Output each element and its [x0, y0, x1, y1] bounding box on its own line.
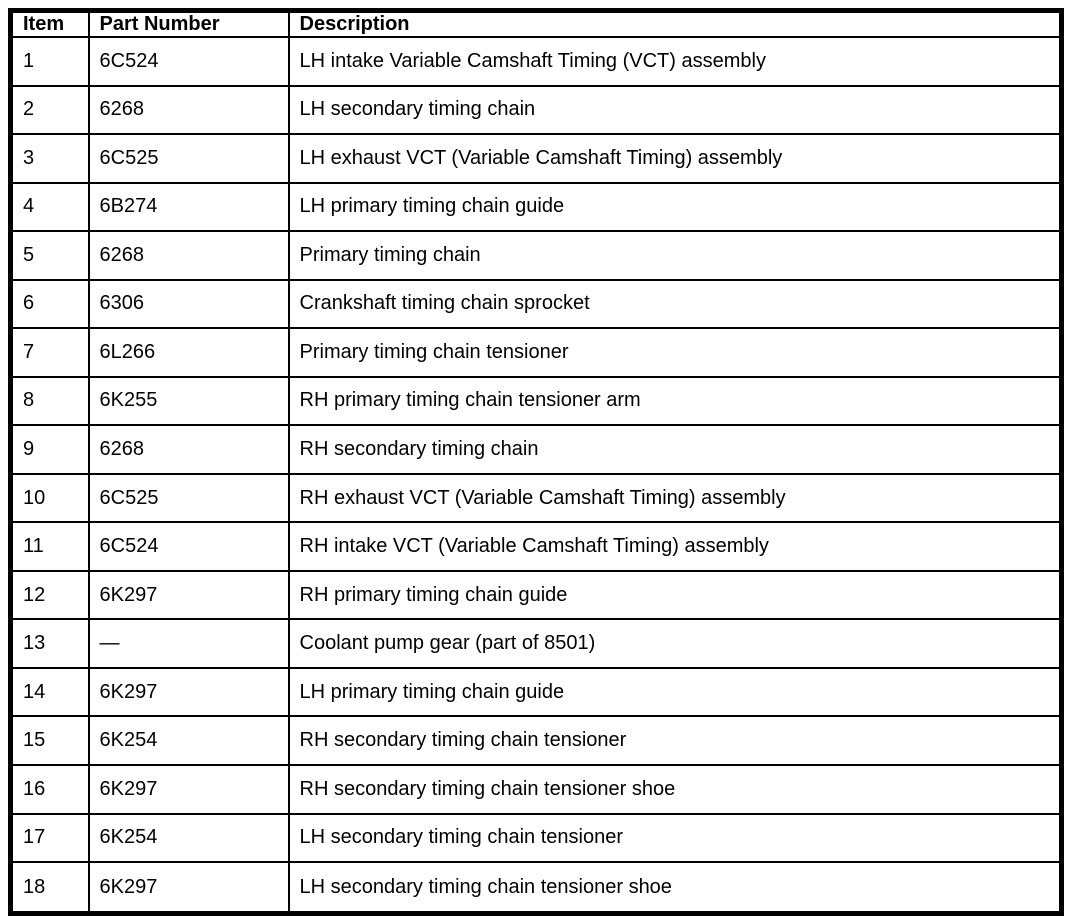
description-cell: RH secondary timing chain tensioner shoe — [287, 763, 1063, 815]
description-cell: LH exhaust VCT (Variable Camshaft Timing… — [287, 133, 1063, 184]
part-number-cell: 6C525 — [87, 472, 290, 524]
column-header-description: Description — [287, 9, 1063, 38]
part-number-cell: 6K297 — [87, 569, 290, 621]
description-cell: LH primary timing chain guide — [287, 181, 1063, 233]
description-cell: LH primary timing chain guide — [287, 666, 1063, 718]
description-cell: LH intake Variable Camshaft Timing (VCT)… — [287, 36, 1063, 87]
part-number-cell: 6C524 — [87, 521, 290, 572]
part-number-cell: 6B274 — [87, 181, 290, 233]
part-number-cell: 6L266 — [87, 327, 290, 378]
item-cell: 9 — [9, 424, 90, 475]
description-cell: Primary timing chain — [287, 230, 1063, 281]
item-cell: 11 — [9, 521, 90, 572]
item-cell: 13 — [9, 618, 90, 669]
item-cell: 1 — [9, 36, 90, 87]
description-cell: Coolant pump gear (part of 8501) — [287, 618, 1063, 669]
part-number-cell: 6K297 — [87, 763, 290, 815]
part-number-cell: 6K254 — [87, 812, 290, 864]
description-cell: LH secondary timing chain — [287, 84, 1063, 136]
column-header-item: Item — [9, 9, 90, 38]
table-row: 13—Coolant pump gear (part of 8501) — [9, 618, 1063, 669]
part-number-cell: 6C524 — [87, 36, 290, 87]
description-cell: RH exhaust VCT (Variable Camshaft Timing… — [287, 472, 1063, 524]
description-cell: Crankshaft timing chain sprocket — [287, 278, 1063, 330]
part-number-cell: 6K297 — [87, 666, 290, 718]
item-cell: 16 — [9, 763, 90, 815]
item-cell: 12 — [9, 569, 90, 621]
item-cell: 2 — [9, 84, 90, 136]
description-cell: RH secondary timing chain tensioner — [287, 715, 1063, 766]
description-cell: RH intake VCT (Variable Camshaft Timing)… — [287, 521, 1063, 572]
item-cell: 6 — [9, 278, 90, 330]
column-header-part-number: Part Number — [87, 9, 290, 38]
item-cell: 10 — [9, 472, 90, 524]
description-cell: LH secondary timing chain tensioner shoe — [287, 861, 1063, 915]
part-number-cell: 6268 — [87, 230, 290, 281]
item-cell: 17 — [9, 812, 90, 864]
description-cell: RH primary timing chain guide — [287, 569, 1063, 621]
description-cell: RH secondary timing chain — [287, 424, 1063, 475]
item-cell: 14 — [9, 666, 90, 718]
description-cell: LH secondary timing chain tensioner — [287, 812, 1063, 864]
part-number-cell: 6K297 — [87, 861, 290, 915]
description-cell: RH primary timing chain tensioner arm — [287, 375, 1063, 427]
part-number-cell: 6306 — [87, 278, 290, 330]
part-number-cell: 6268 — [87, 424, 290, 475]
description-cell: Primary timing chain tensioner — [287, 327, 1063, 378]
item-cell: 3 — [9, 133, 90, 184]
part-number-cell: 6K255 — [87, 375, 290, 427]
part-number-cell: 6K254 — [87, 715, 290, 766]
item-cell: 5 — [9, 230, 90, 281]
part-number-cell: 6C525 — [87, 133, 290, 184]
item-cell: 7 — [9, 327, 90, 378]
item-cell: 8 — [9, 375, 90, 427]
part-number-cell: 6268 — [87, 84, 290, 136]
header-row: Item Part Number Description — [9, 9, 1063, 38]
parts-table-header: Item Part Number Description — [9, 9, 1063, 38]
part-number-cell: — — [87, 618, 290, 669]
item-cell: 4 — [9, 181, 90, 233]
item-cell: 15 — [9, 715, 90, 766]
item-cell: 18 — [9, 861, 90, 915]
